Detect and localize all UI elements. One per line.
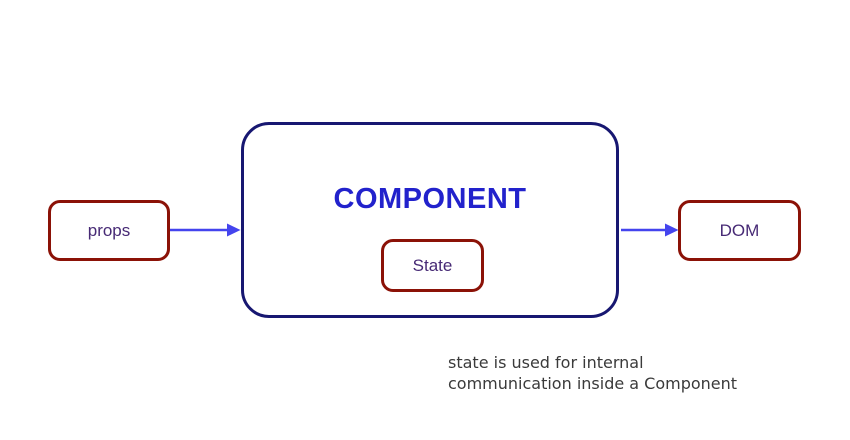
dom-box: DOM	[678, 200, 801, 261]
right-arrow-icon	[621, 223, 679, 237]
props-box: props	[48, 200, 170, 261]
state-box-label: State	[412, 255, 453, 275]
component-title: COMPONENT	[333, 183, 527, 215]
props-box-label: props	[87, 220, 131, 240]
right-arrow-icon	[170, 223, 241, 237]
component-box: COMPONENT State	[241, 122, 619, 318]
caption: state is used for internal communication…	[448, 352, 737, 394]
state-box: State	[381, 239, 484, 292]
caption-line-2: communication inside a Component	[448, 374, 738, 393]
caption-line-1: state is used for internal	[448, 353, 644, 372]
dom-box-label: DOM	[719, 220, 760, 240]
